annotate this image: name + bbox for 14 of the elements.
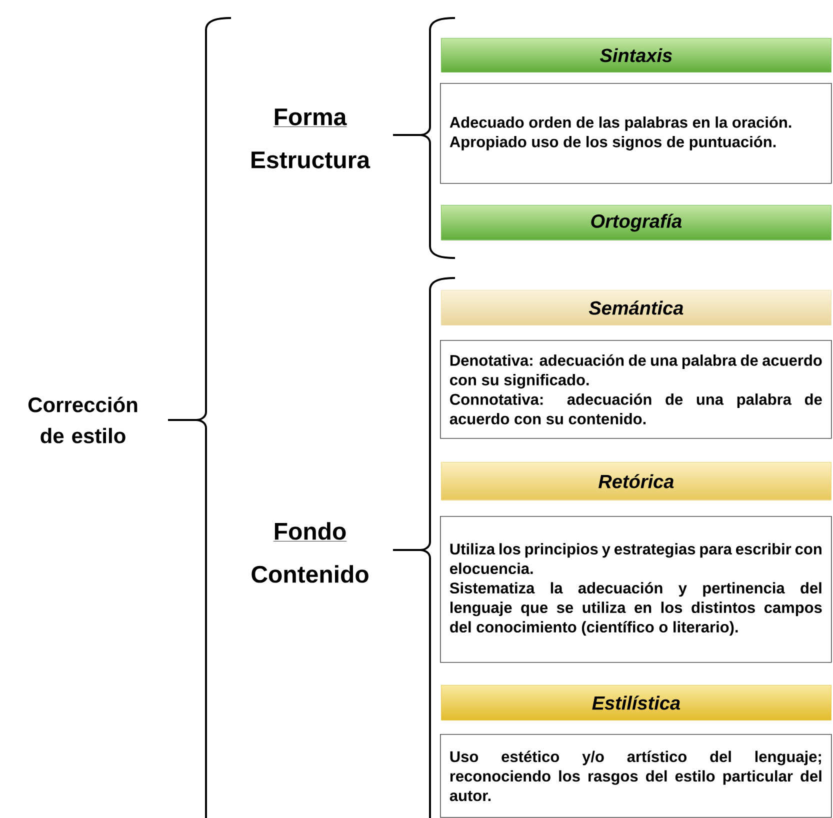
header-bar: Estilística bbox=[441, 685, 832, 720]
heading: Contenido bbox=[252, 565, 368, 583]
description-box: Adecuado orden de las palabras en la oración. Apropiado uso de los signos de puntuación. bbox=[440, 83, 832, 184]
description-box: Denotativa: adecuación de una palabra de acuerdo con su significado. Connotativa: adecuación de una palabra de acuerdo con su contenido. bbox=[440, 340, 832, 439]
header-bar: Retórica bbox=[441, 462, 832, 500]
header-bar: Semántica bbox=[441, 290, 832, 326]
header-bar: Sintaxis bbox=[441, 38, 832, 72]
description-box: Utiliza los principios y estrategias para escribir con elocuencia. Sistematiza la adecuación y pertinencia del lenguaje que se utiliza en los distintos campos del conocimiento (científico o literario). bbox=[440, 516, 832, 663]
description-box: Uso estético y/o artístico del lenguaje; reconociendo los rasgos del estilo particular del autor. bbox=[440, 734, 832, 818]
heading: Estructura bbox=[252, 152, 370, 168]
underlined-heading: Forma bbox=[273, 108, 347, 127]
underlined-heading: Fondo bbox=[273, 522, 347, 542]
title-label: Corrección de estilo bbox=[28, 396, 138, 444]
header-bar: Ortografía bbox=[441, 205, 832, 240]
